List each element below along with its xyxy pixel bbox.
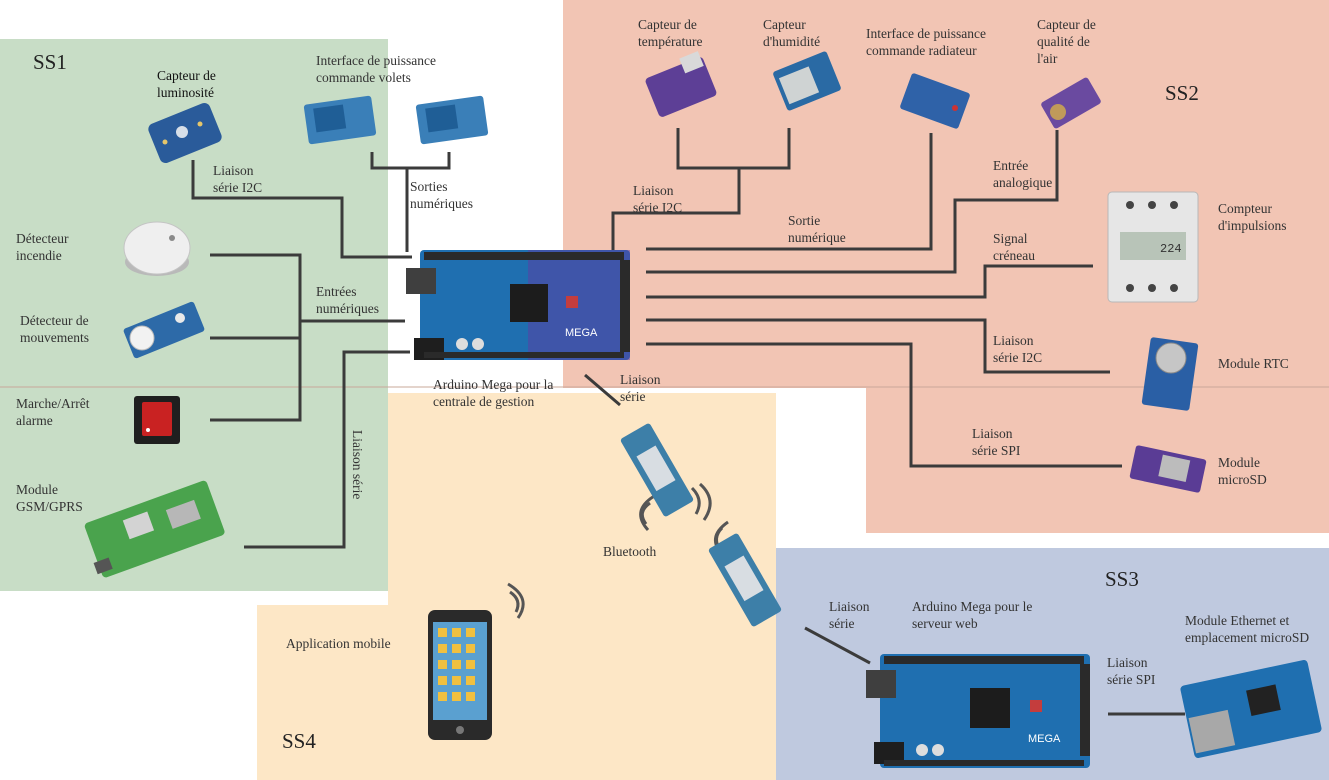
shutter-interface-label: Interface de puissance commande volets (316, 52, 436, 86)
digital-inputs-label: Entrées numériques (316, 283, 379, 317)
gsm-serial-link-label: Liaison série (349, 430, 366, 499)
central-arduino-label: Arduino Mega pour la centrale de gestion (433, 376, 553, 410)
pulse-counter-device: 224 (1108, 192, 1198, 302)
zone-ss1-title: SS1 (33, 50, 67, 75)
alarm-switch-label: Marche/Arrêt alarme (16, 395, 89, 429)
rtc-module-board (1142, 337, 1199, 411)
temperature-sensor-label: Capteur de température (638, 16, 702, 50)
rtc-module-label: Module RTC (1218, 355, 1289, 372)
zone-ss4-title: SS4 (282, 729, 316, 754)
web-server-label: Arduino Mega pour le serveur web (912, 598, 1032, 632)
arduino-mega-server: MEGA (866, 654, 1090, 768)
ss4-serial-link-label: Liaison série (620, 371, 661, 405)
digital-outputs-label: Sorties numériques (410, 178, 473, 212)
ss3-spi-link-label: Liaison série SPI (1107, 654, 1155, 688)
rtc-i2c-link-label: Liaison série I2C (993, 332, 1042, 366)
motion-detector-label: Détecteur de mouvements (20, 312, 89, 346)
bluetooth-label: Bluetooth (603, 543, 656, 560)
square-signal-label: Signal créneau (993, 230, 1035, 264)
humidity-sensor-label: Capteur d'humidité (763, 16, 820, 50)
fire-detector-label: Détecteur incendie (16, 230, 68, 264)
arduino-mega-central: MEGA (406, 250, 630, 360)
air-quality-sensor-label: Capteur de qualité de l'air (1037, 16, 1096, 67)
ss2-i2c-link-label: Liaison série I2C (633, 182, 682, 216)
gsm-module-label: Module GSM/GPRS (16, 481, 83, 515)
alarm-switch (134, 396, 180, 444)
svg-text:224: 224 (1160, 242, 1182, 256)
zone-ss3-title: SS3 (1105, 567, 1139, 592)
svg-text:MEGA: MEGA (1028, 733, 1061, 745)
spi-link-label: Liaison série SPI (972, 425, 1020, 459)
zone-ss4-background-left (257, 605, 390, 780)
zone-ss2-title: SS2 (1165, 81, 1199, 106)
mobile-app-label: Application mobile (286, 635, 391, 652)
pulse-counter-label: Compteur d'impulsions (1218, 200, 1286, 234)
radiator-interface-label: Interface de puissance commande radiateu… (866, 25, 986, 59)
smoke-detector (124, 222, 190, 276)
ss3-serial-link-label: Liaison série (829, 598, 870, 632)
svg-text:MEGA: MEGA (565, 327, 598, 339)
smartphone (428, 610, 492, 740)
analog-input-label: Entrée analogique (993, 157, 1052, 191)
digital-output-label: Sortie numérique (788, 212, 846, 246)
light-sensor-label: Capteur de luminosité (157, 67, 216, 101)
microsd-module-label: Module microSD (1218, 454, 1267, 488)
ss1-i2c-link-label: Liaison série I2C (213, 162, 262, 196)
shutter-relay-2 (416, 95, 489, 144)
ethernet-module-label: Module Ethernet et emplacement microSD (1185, 612, 1309, 646)
